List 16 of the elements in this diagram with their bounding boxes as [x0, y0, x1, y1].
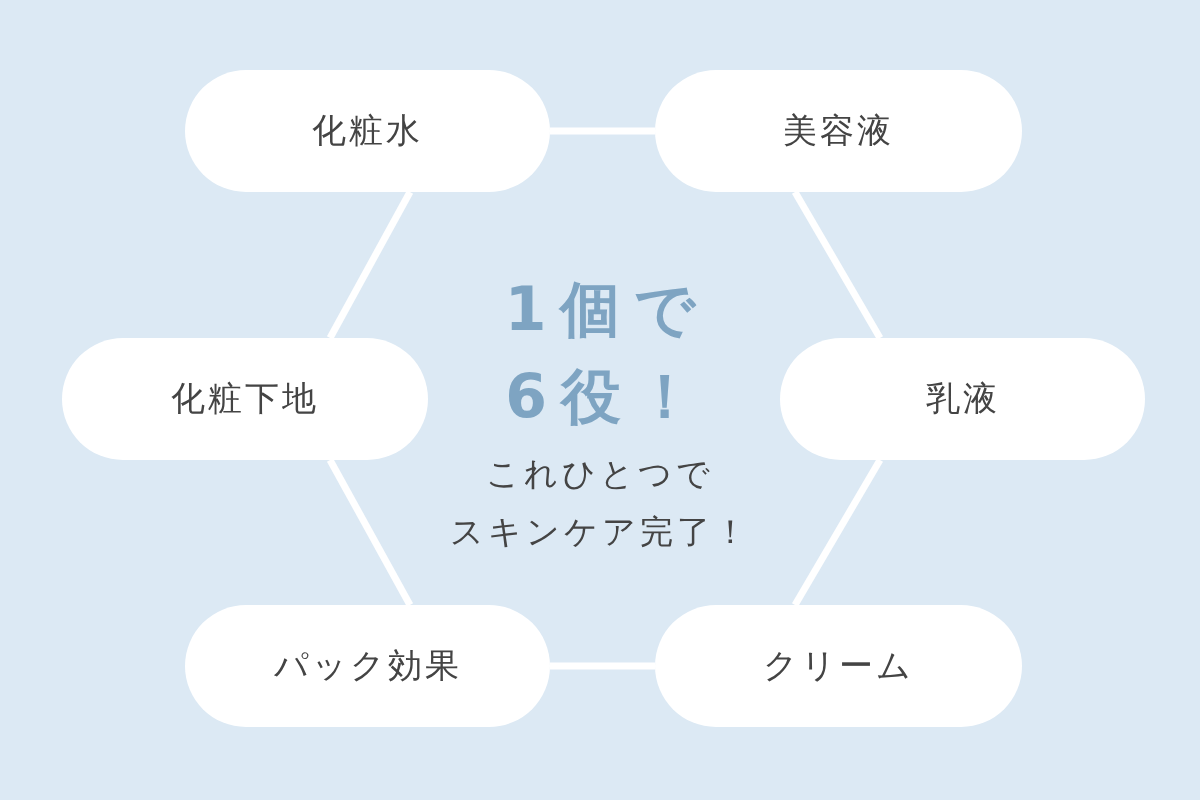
tagline: これひとつで — [485, 453, 715, 495]
box-label: パック効果 — [273, 644, 462, 687]
headline: 6役！ — [504, 360, 710, 433]
box-label: クリーム — [763, 644, 914, 687]
box-label: 乳液 — [925, 377, 1000, 420]
connector-line — [550, 662, 655, 670]
connector-line — [792, 458, 883, 607]
headline: 1個で — [503, 273, 711, 346]
connector-line — [326, 458, 414, 607]
box-label: 化粧水 — [312, 109, 423, 152]
box-label: 化粧下地 — [171, 377, 319, 420]
connector-line — [326, 190, 414, 340]
tagline: スキンケア完了！ — [448, 511, 752, 553]
box-label: 美容液 — [783, 109, 894, 152]
connector-line — [791, 190, 884, 340]
connector-line — [550, 127, 655, 135]
